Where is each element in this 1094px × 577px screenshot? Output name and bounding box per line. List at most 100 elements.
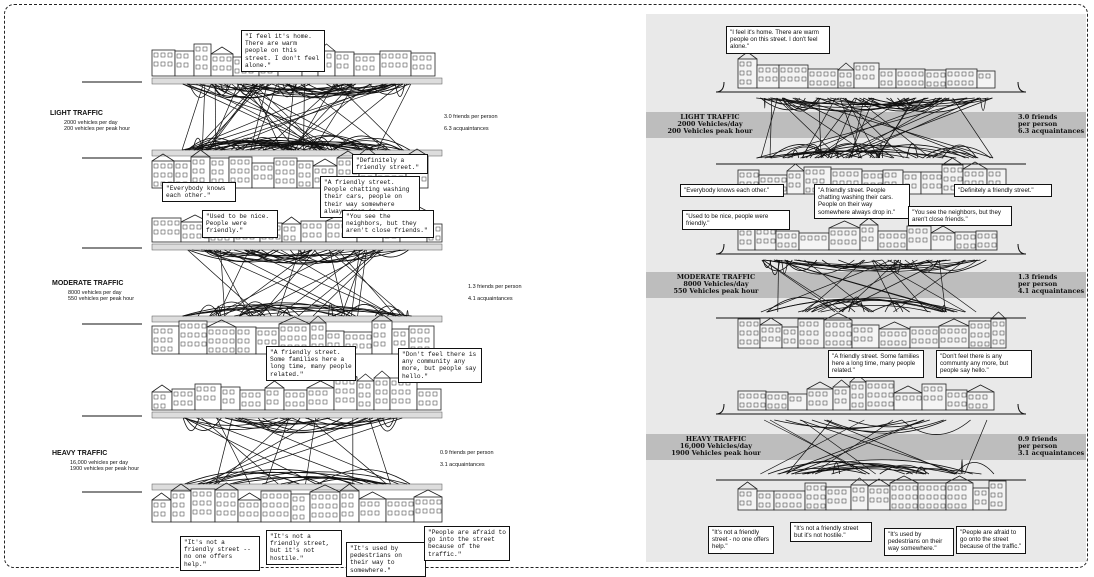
left-moderate-crossing: [358, 250, 367, 316]
right-light-connection: [765, 98, 766, 108]
right-heavy-acquaintances: 3.1 acquaintances: [1018, 450, 1084, 457]
left-heavy-bottom-house: [310, 492, 340, 522]
right-light-vehicles-peak: 200 Vehicles peak hour: [654, 128, 766, 135]
right-quote-no-community: "Don't feel there is any communty any mo…: [936, 350, 1032, 378]
right-moderate-crossing: [763, 260, 843, 312]
left-light-bottom-house: [274, 158, 297, 188]
left-heavy-sidewalk: [152, 412, 442, 418]
left-light-top-roof: [211, 47, 233, 54]
right-light-top-roof: [838, 63, 854, 70]
right-moderate-bottom-house: [939, 326, 969, 348]
left-heavy-bottom-house: [386, 499, 414, 522]
left-heavy-top-roof: [307, 381, 334, 388]
right-moderate-top-curb: [1018, 244, 1026, 254]
left-heavy-bottom-roof: [359, 492, 386, 499]
left-light-traffic-label: LIGHT TRAFFIC: [50, 110, 103, 117]
left-light-top-house: [211, 54, 233, 76]
right-moderate-bottom-roof: [824, 313, 852, 320]
left-heavy-bottom-house: [261, 491, 291, 522]
left-heavy-top-house: [334, 377, 357, 410]
right-moderate-bottom-house: [852, 325, 879, 348]
left-heavy-bottom-house: [291, 494, 310, 522]
left-moderate-top-roof: [282, 217, 301, 224]
right-heavy-top-house: [788, 394, 807, 410]
right-heavy-top-roof: [967, 385, 994, 392]
right-heavy-top-roof: [807, 382, 833, 389]
right-moderate-top-house: [738, 228, 755, 250]
right-heavy-bottom-house: [851, 485, 868, 510]
left-heavy-top-roof: [357, 374, 374, 381]
right-quote-friendly-chatting: "A friendly street. People chatting wash…: [814, 184, 910, 219]
right-diagram: LIGHT TRAFFIC 2000 Vehicles/day 200 Vehi…: [646, 14, 1086, 562]
right-heavy-bottom-house: [946, 483, 973, 510]
left-quote-definitely: "Definitely a friendly street.": [352, 154, 428, 174]
right-moderate-bottom-roof: [879, 322, 910, 329]
right-quote-used-to-be-nice: "Used to be nice, people were friendly.": [682, 210, 790, 230]
right-heavy-top-roof: [894, 386, 922, 393]
right-heavy-top-roof: [833, 380, 850, 387]
right-light-top-house: [925, 70, 946, 88]
right-moderate-bottom-house: [969, 321, 991, 348]
right-light-crossing: [770, 98, 772, 158]
right-moderate-top-roof: [829, 221, 860, 228]
right-heavy-crossing: [965, 420, 987, 474]
right-moderate-stats: 1.3 friends per person 4.1 acquaintances: [1018, 274, 1084, 295]
right-quote-see-neighbors: "You see the neighbors, but they aren't …: [908, 206, 1012, 226]
right-moderate-top-roof: [860, 218, 878, 225]
right-light-top-curb: [1018, 82, 1026, 92]
right-heavy-top-house: [850, 382, 866, 410]
left-heavy-vehicles-peak: 1900 vehicles per peak hour: [70, 466, 139, 473]
left-moderate-sidewalk: [152, 244, 442, 250]
left-moderate-friends: 1.3 friends per person: [468, 284, 522, 290]
right-moderate-crossing: [818, 260, 917, 312]
left-quote-pedestrians: "It's used by pedestrians on their way t…: [346, 542, 426, 577]
right-light-top-house: [838, 70, 854, 88]
left-heavy-top-roof: [265, 381, 284, 388]
right-light-label: LIGHT TRAFFIC 2000 Vehicles/day 200 Vehi…: [654, 114, 766, 135]
left-heavy-bottom-roof: [238, 493, 261, 500]
left-quote-home: "I feel it's home. There are warm people…: [241, 30, 325, 72]
right-light-top-house: [738, 59, 757, 88]
right-heavy-top-house: [833, 387, 850, 410]
left-moderate-bottom-house: [372, 321, 392, 354]
right-quote-afraid: "People are afraid to go onto the street…: [956, 526, 1026, 554]
left-quote-afraid: "People are afraid to go into the street…: [424, 526, 510, 561]
left-quote-see-neighbors: "You see the neighbors, but they aren't …: [342, 210, 434, 238]
right-heavy-top-house: [894, 393, 922, 410]
left-heavy-crossing: [369, 418, 390, 484]
right-heavy-stats: 0.9 friends per person 3.1 acquaintances: [1018, 436, 1084, 457]
right-light-top-house: [779, 65, 808, 88]
right-quote-families: "A friendly street. Some families here a…: [828, 350, 924, 378]
left-heavy-traffic-label: HEAVY TRAFFIC: [52, 450, 107, 457]
left-moderate-bottom-house: [179, 321, 207, 354]
right-light-top-house: [757, 65, 779, 88]
right-heavy-bottom-house: [918, 483, 946, 510]
right-quote-no-help: "It's not a friendly street - no one off…: [708, 526, 774, 554]
right-moderate-top-house: [829, 228, 860, 250]
right-light-top-curb: [716, 82, 724, 92]
left-heavy-top-roof: [374, 371, 390, 378]
right-moderate-connection: [821, 305, 931, 312]
left-light-vehicles-peak: 200 vehicles per peak hour: [64, 126, 130, 133]
left-quote-no-community: "Don't feel there is any community any m…: [398, 348, 482, 383]
left-heavy-top-house: [265, 388, 284, 410]
left-heavy-bottom-roof: [152, 493, 171, 500]
left-heavy-top-house: [357, 381, 374, 410]
left-light-bottom-house: [252, 163, 274, 188]
left-heavy-crossing: [238, 418, 398, 484]
right-heavy-top-curb: [716, 404, 724, 414]
right-heavy-label: HEAVY TRAFFIC 16,000 Vehicles/day 1900 V…: [660, 436, 772, 457]
left-heavy-bottom-house: [191, 489, 215, 522]
left-moderate-bottom-house: [236, 327, 256, 354]
right-heavy-bottom-roof: [851, 478, 868, 485]
right-quote-definitely: "Definitely a friendly street.": [954, 184, 1052, 197]
left-light-top-house: [380, 51, 411, 76]
right-moderate-top-house: [931, 233, 955, 250]
right-moderate-vehicles-peak: 550 Vehicles peak hour: [660, 288, 772, 295]
right-light-top-house: [854, 63, 879, 88]
right-quote-not-hostile: "It's not a friendly street but it's not…: [790, 522, 872, 542]
right-moderate-top-house: [799, 233, 829, 250]
left-light-friends: 3.0 friends per person: [444, 114, 498, 120]
right-heavy-top-curb: [1018, 404, 1026, 414]
left-light-crossing: [377, 84, 411, 150]
